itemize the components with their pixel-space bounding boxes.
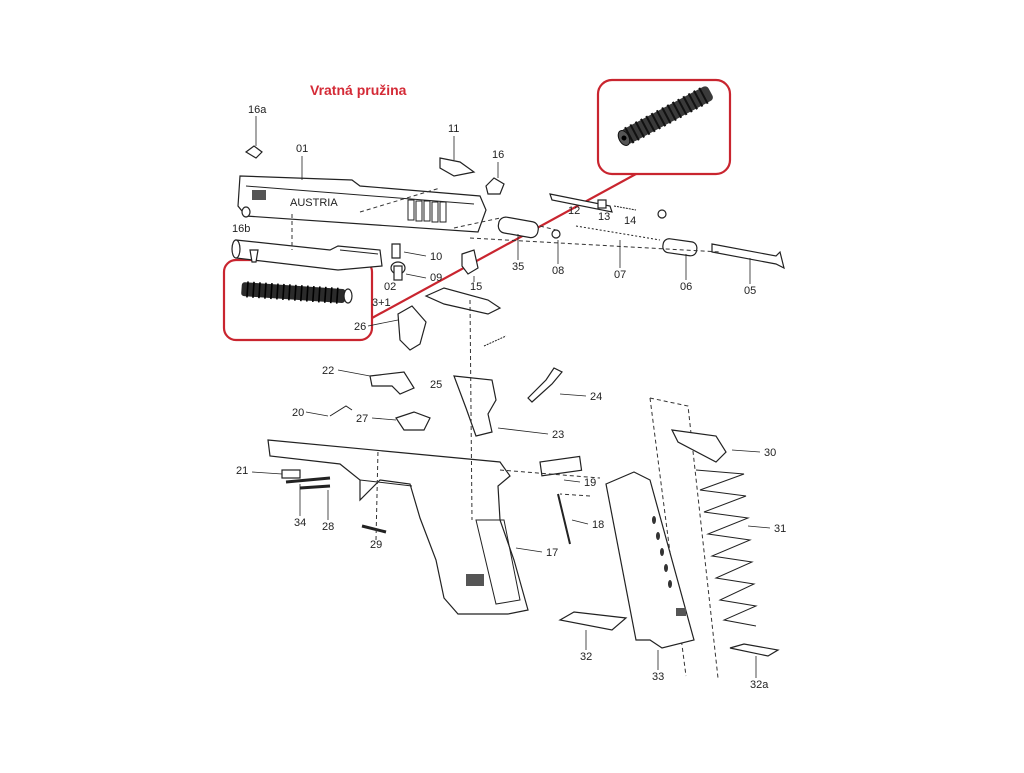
label-27: 27 <box>356 413 368 425</box>
spring-zoom-box <box>596 78 732 176</box>
magazine-follower <box>670 429 727 463</box>
label-35: 35 <box>512 261 524 273</box>
label-15: 15 <box>470 281 482 293</box>
diagram-title: Vratná pružina <box>310 82 407 98</box>
label-19: 19 <box>584 477 596 489</box>
label-01: 01 <box>296 143 308 155</box>
recoil-spring <box>241 281 353 304</box>
label-06: 06 <box>680 281 692 293</box>
slide-stop-lever <box>395 411 431 431</box>
trigger-spring <box>483 335 507 347</box>
spring-pin <box>329 405 353 417</box>
label-21: 21 <box>236 465 248 477</box>
extractor <box>549 193 613 213</box>
label-18: 18 <box>592 519 604 531</box>
magazine-spring <box>695 469 758 627</box>
slide-part: AUSTRIA <box>237 175 487 233</box>
label-22: 22 <box>322 365 334 377</box>
label-34: 34 <box>294 517 306 529</box>
part-labels: 16a 11 01 16 16b 12 13 14 10 09 02 3+1 1… <box>232 104 786 691</box>
extractor-depressor <box>485 177 505 195</box>
label-32: 32 <box>580 651 592 663</box>
front-sight <box>244 145 263 159</box>
label-16: 16 <box>492 149 504 161</box>
magazine-tube <box>605 471 695 649</box>
assembly-guide-lines <box>291 187 721 541</box>
locking-block <box>369 371 415 395</box>
label-32a: 32a <box>750 679 769 691</box>
label-3plus1: 3+1 <box>372 297 391 309</box>
front-sight-screw <box>249 249 259 263</box>
firing-pin-spring-cups <box>390 243 406 281</box>
trigger-mechanism-pins <box>281 455 583 545</box>
label-33: 33 <box>652 671 664 683</box>
slide-lock <box>461 249 479 275</box>
receiver-frame <box>267 439 529 615</box>
label-25: 25 <box>430 379 442 391</box>
spacer-sleeve <box>497 216 539 239</box>
connector <box>527 367 563 403</box>
label-20: 20 <box>292 407 304 419</box>
label-23: 23 <box>552 429 564 441</box>
firing-pin <box>711 243 785 270</box>
trigger-housing <box>397 305 427 351</box>
label-29: 29 <box>370 539 382 551</box>
label-26: 26 <box>354 321 366 333</box>
spring-loaded-bearing <box>551 199 667 239</box>
label-02: 02 <box>384 281 396 293</box>
label-07: 07 <box>614 269 626 281</box>
label-28: 28 <box>322 521 334 533</box>
label-31: 31 <box>774 523 786 535</box>
rear-sight <box>439 157 476 177</box>
label-10: 10 <box>430 251 442 263</box>
label-05: 05 <box>744 285 756 297</box>
label-09: 09 <box>430 272 442 284</box>
magazine-floorplate <box>558 611 628 631</box>
label-13: 13 <box>598 211 610 223</box>
trigger-bar <box>453 375 497 437</box>
label-14: 14 <box>624 215 636 227</box>
label-24: 24 <box>590 391 602 403</box>
magazine-insert <box>729 643 780 657</box>
slide-lock-lever <box>424 287 502 315</box>
label-30: 30 <box>764 447 776 459</box>
label-08: 08 <box>552 265 564 277</box>
firing-pin-spring <box>575 225 661 241</box>
slide-logo-text: AUSTRIA <box>290 197 338 209</box>
recoil-spring-zoom <box>617 86 713 146</box>
label-16b: 16b <box>232 223 250 235</box>
label-17: 17 <box>546 547 558 559</box>
highlight-connector-line <box>371 173 637 319</box>
firing-pin-cover <box>662 238 698 257</box>
label-12: 12 <box>568 205 580 217</box>
label-11: 11 <box>448 123 459 135</box>
label-16a: 16a <box>248 104 267 116</box>
